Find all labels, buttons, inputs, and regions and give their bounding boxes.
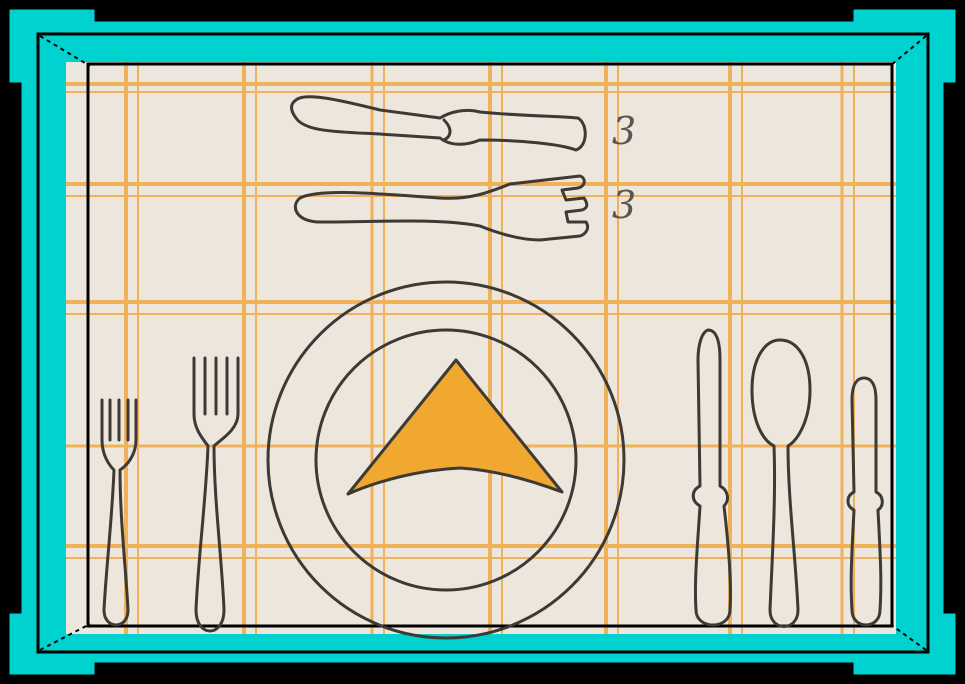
dessert-fork-number: 3 [612, 186, 636, 224]
butter-knife-number: 3 [612, 112, 636, 150]
